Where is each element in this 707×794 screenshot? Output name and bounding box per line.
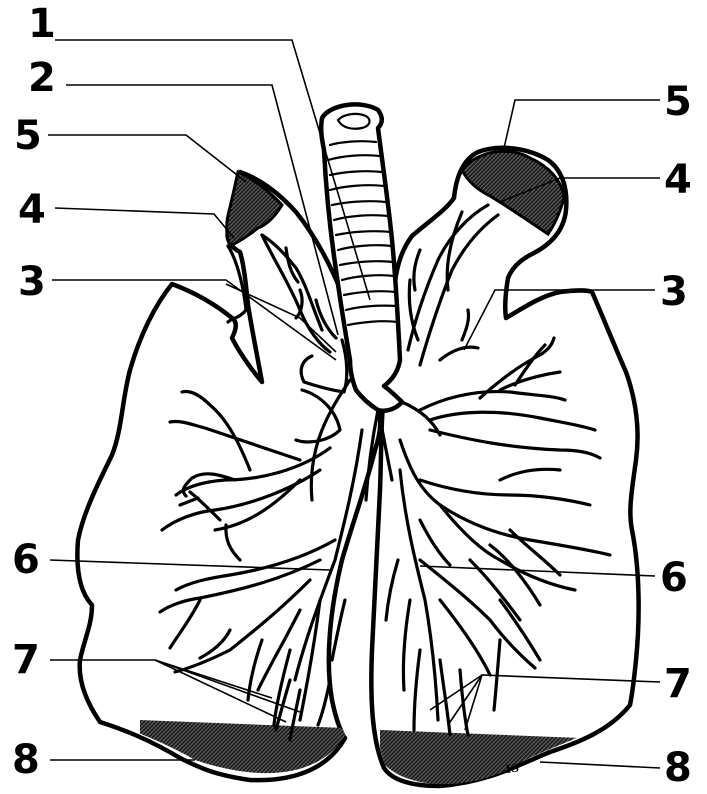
label-4-right: 4	[664, 160, 692, 200]
leader-5-left	[48, 135, 246, 182]
label-1: 1	[28, 4, 56, 44]
label-6-left: 6	[12, 540, 40, 580]
label-3-right: 3	[660, 272, 688, 312]
label-2: 2	[28, 58, 56, 98]
leader-5-right	[504, 100, 660, 148]
artist-signature: IS	[505, 761, 520, 776]
label-4-left: 4	[18, 190, 46, 230]
leader-4-left	[55, 208, 234, 238]
label-6-right: 6	[660, 558, 688, 598]
label-8-left: 8	[12, 740, 40, 780]
label-7-left: 7	[12, 640, 40, 680]
label-8-right: 8	[664, 748, 692, 788]
leader-8-right	[540, 762, 660, 768]
label-3-left: 3	[18, 262, 46, 302]
label-5-right: 5	[664, 82, 692, 122]
label-7-right: 7	[664, 664, 692, 704]
label-5-left: 5	[14, 116, 42, 156]
right-lung	[371, 148, 638, 794]
